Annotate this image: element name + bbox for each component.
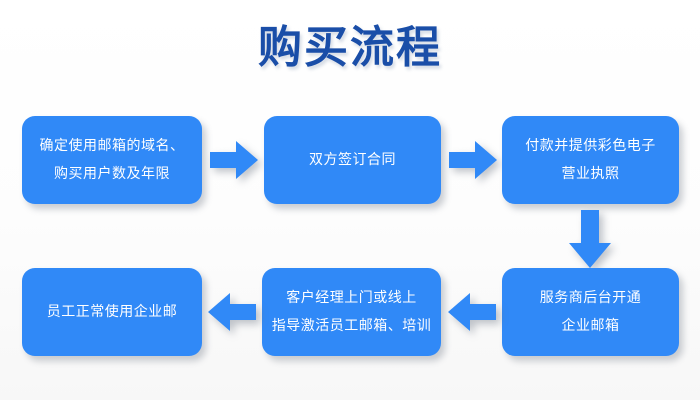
flow-node-step-1[interactable]: 确定使用邮箱的域名、 购买用户数及年限 <box>22 116 202 204</box>
arrow-left-icon-step5-to-step6 <box>208 290 256 334</box>
flow-node-step-2[interactable]: 双方签订合同 <box>264 116 441 204</box>
flow-node-step-6[interactable]: 员工正常使用企业邮 <box>22 268 202 356</box>
arrow-right-icon-step2-to-step3 <box>449 138 497 182</box>
flow-node-step-6-label: 员工正常使用企业邮 <box>46 304 178 320</box>
arrow-down-icon-step3-to-step4 <box>566 210 614 268</box>
flow-node-step-1-label: 确定使用邮箱的域名、 购买用户数及年限 <box>39 138 185 182</box>
flow-node-step-2-label: 双方签订合同 <box>309 152 396 168</box>
flow-node-step-5-label: 客户经理上门或线上 指导激活员工邮箱、培训 <box>271 290 432 334</box>
flow-node-step-4-label: 服务商后台开通 企业邮箱 <box>539 290 642 334</box>
flow-node-step-3-label: 付款并提供彩色电子 营业执照 <box>525 138 656 182</box>
flow-node-step-3[interactable]: 付款并提供彩色电子 营业执照 <box>502 116 679 204</box>
arrow-right-icon-step1-to-step2 <box>210 138 258 182</box>
arrow-left-icon-step4-to-step5 <box>448 290 496 334</box>
flow-node-step-4[interactable]: 服务商后台开通 企业邮箱 <box>502 268 679 356</box>
page-title: 购买流程 <box>258 22 442 73</box>
flow-node-step-5[interactable]: 客户经理上门或线上 指导激活员工邮箱、培训 <box>262 268 441 356</box>
